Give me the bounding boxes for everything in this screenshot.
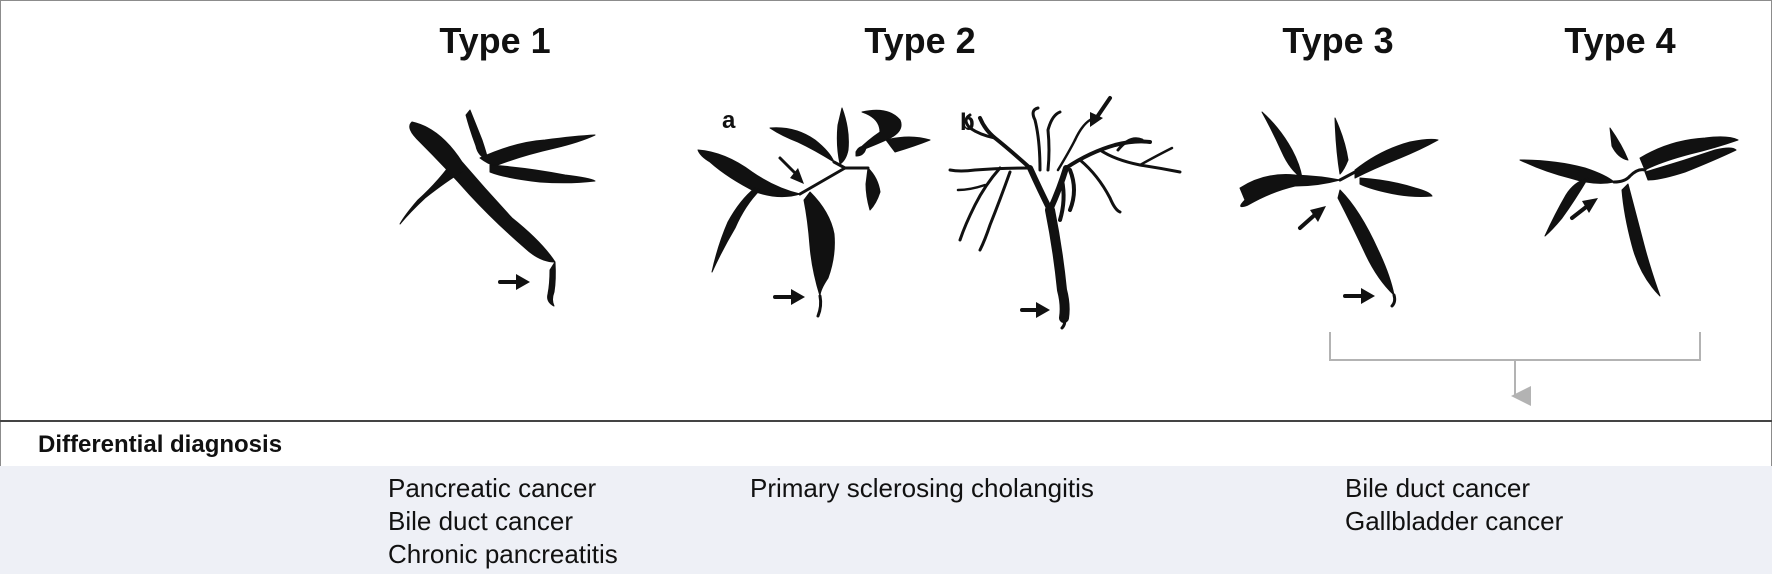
diagnosis-item: Pancreatic cancer	[388, 473, 597, 503]
diagnosis-item: Primary sclerosing cholangitis	[750, 473, 1094, 503]
type-3-4-diagnoses: Bile duct cancer Gallbladder cancer	[1345, 472, 1563, 538]
type-2-diagnoses: Primary sclerosing cholangitis	[750, 472, 1094, 505]
type-4-bile-duct-drawing	[1519, 127, 1739, 297]
type-2b-bile-duct-drawing: b	[948, 96, 1182, 330]
type-2a-label: a	[722, 107, 736, 134]
type-3-title: Type 3	[1282, 20, 1394, 61]
types-3-4-bracket	[1329, 332, 1701, 406]
type-1-bile-duct-drawing	[399, 109, 596, 307]
differential-diagnosis-heading: Differential diagnosis	[38, 431, 283, 458]
type-4-title: Type 4	[1564, 20, 1676, 61]
diagnosis-item: Chronic pancreatitis	[388, 539, 618, 569]
type-2a-bile-duct-drawing: a	[697, 107, 931, 318]
type-3-bile-duct-drawing	[1239, 111, 1439, 308]
type-1-diagnoses: Pancreatic cancer Bile duct cancer Chron…	[388, 472, 618, 571]
cholangiogram-drawings: a b	[399, 96, 1739, 406]
differential-diagnosis-band	[0, 466, 1772, 574]
diagnosis-item: Gallbladder cancer	[1345, 506, 1564, 536]
type-2-title: Type 2	[864, 20, 976, 61]
type-2b-label: b	[960, 109, 975, 136]
diagnosis-item: Bile duct cancer	[388, 506, 573, 536]
diagnosis-item: Bile duct cancer	[1345, 473, 1530, 503]
table-divider	[0, 420, 1772, 422]
type-1-title: Type 1	[439, 20, 551, 61]
